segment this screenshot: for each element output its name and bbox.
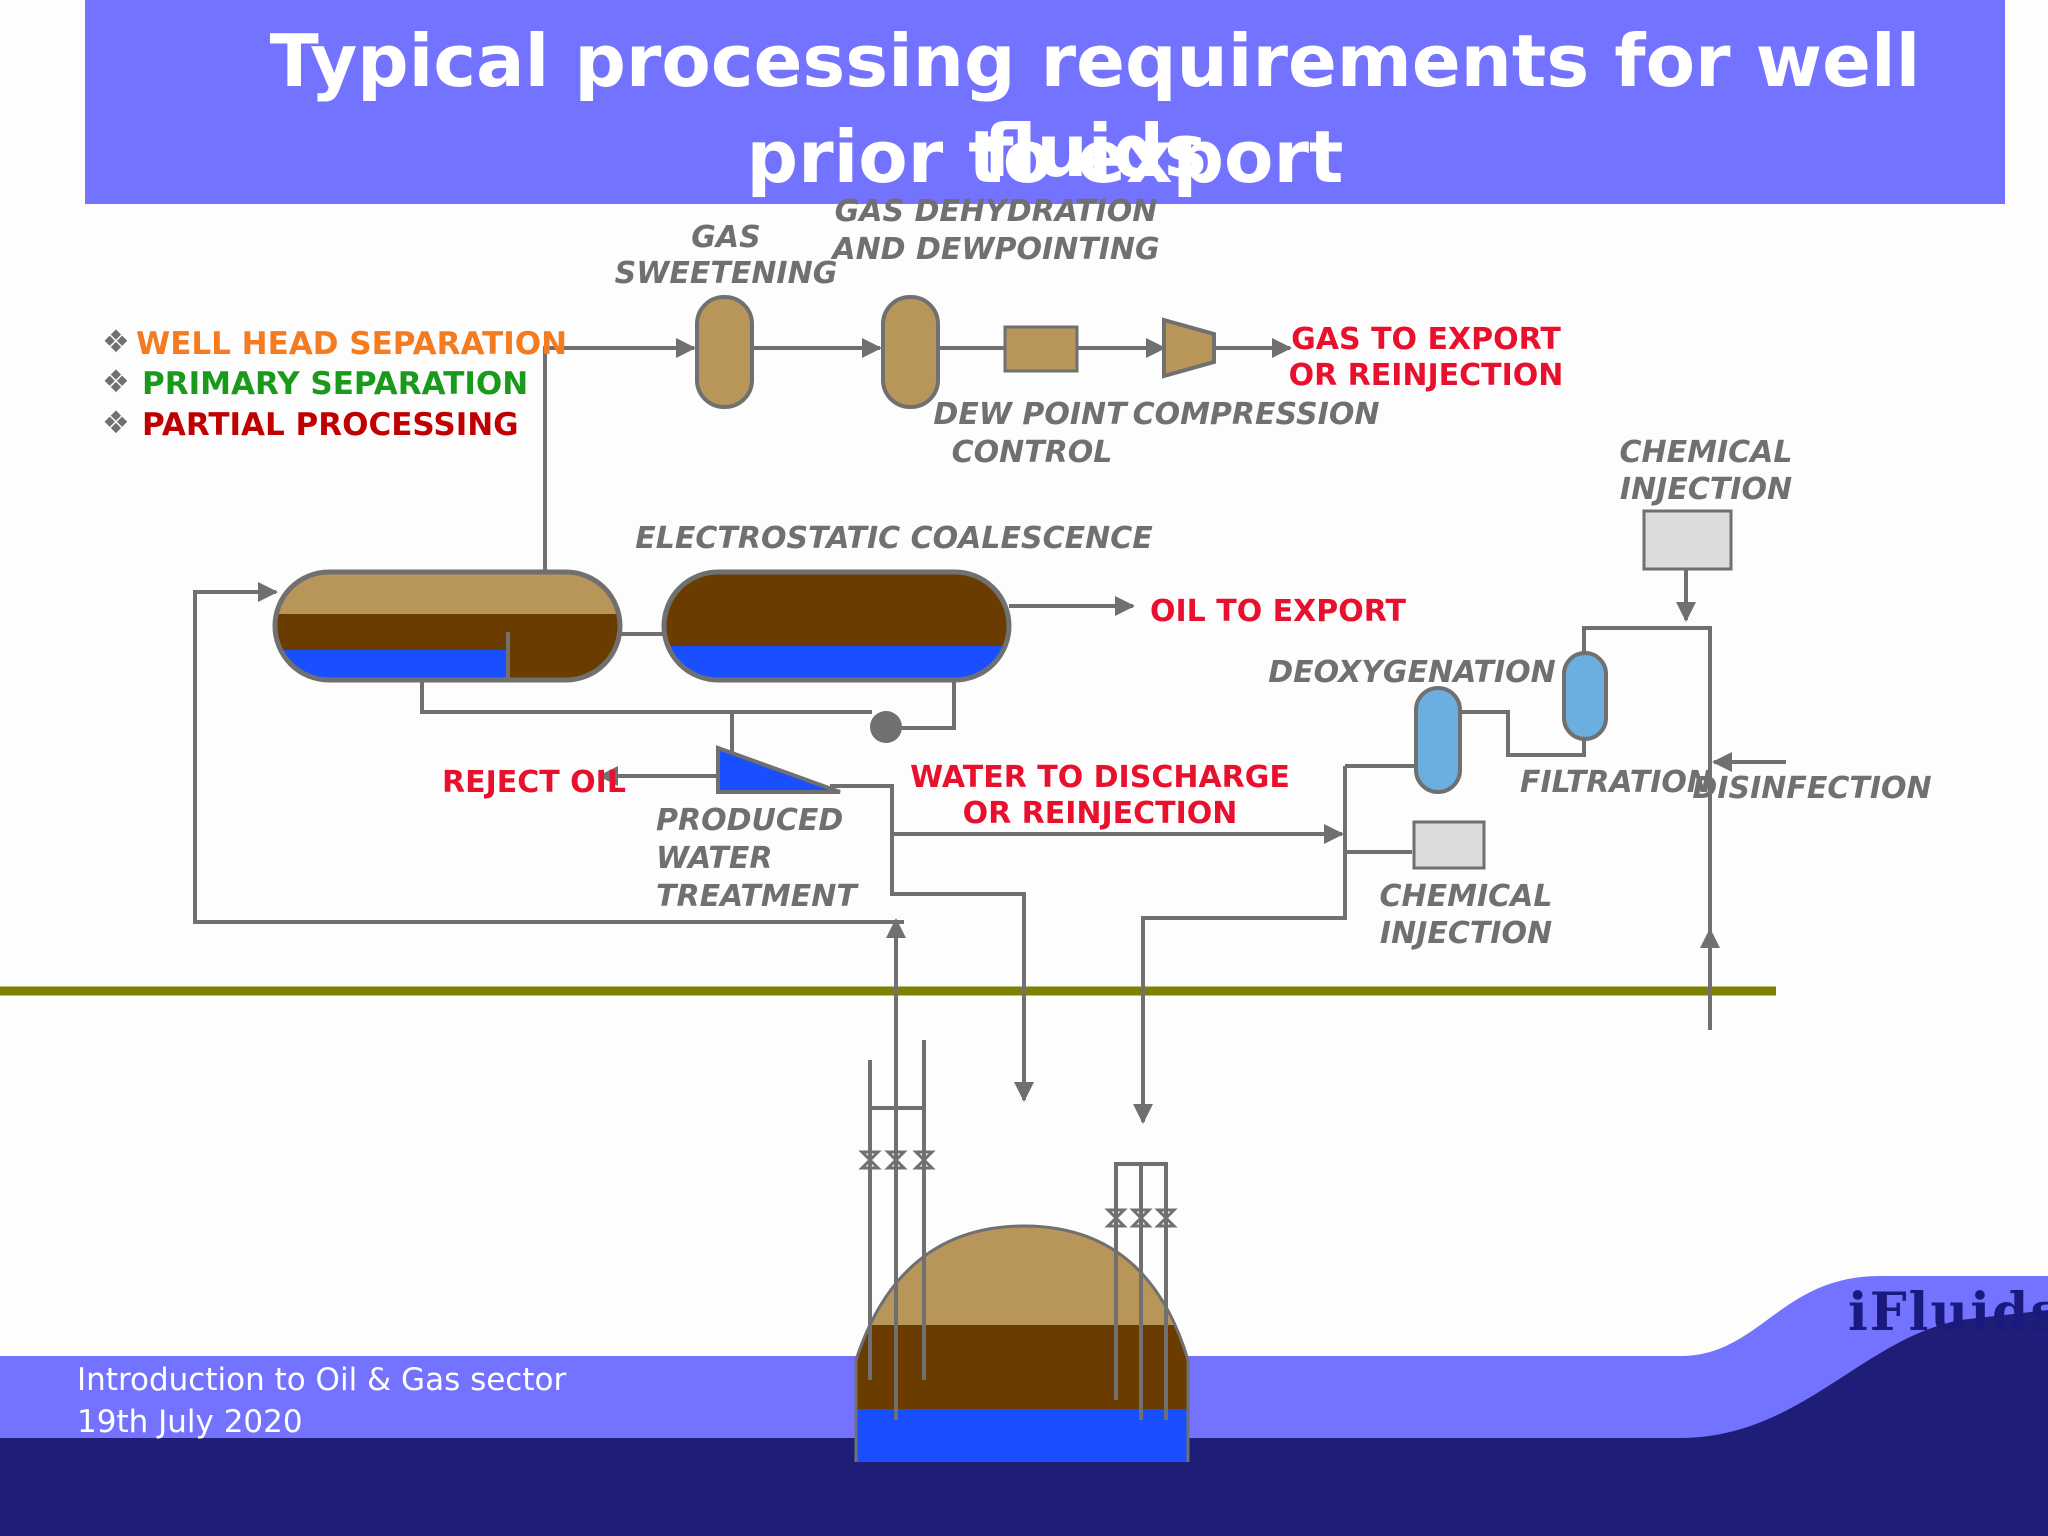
output-oil-to-export: OIL TO EXPORT	[1150, 594, 1407, 629]
pump-icon	[870, 711, 902, 743]
electrostatic-coalescer	[661, 569, 1012, 683]
label-water: WATER	[656, 841, 772, 876]
output-water-to-discharge: WATER TO DISCHARGE	[910, 760, 1290, 795]
label-chemical-top: CHEMICAL	[1620, 435, 1793, 470]
deoxygenation-vessel	[1414, 686, 1462, 794]
svg-text:❖: ❖	[102, 405, 130, 441]
label-gas-dehydration: GAS DEHYDRATION	[835, 194, 1158, 229]
legend: ❖ ❖ ❖ WELL HEAD SEPARATION PRIMARY SEPAR…	[102, 324, 567, 443]
legend-partial-processing: PARTIAL PROCESSING	[142, 407, 519, 443]
footer-date: 19th July 2020	[77, 1404, 303, 1440]
label-compression: COMPRESSION	[1133, 397, 1380, 432]
output-gas-to-export: GAS TO EXPORT	[1291, 322, 1561, 357]
chemical-injection-unit-top	[1642, 509, 1733, 571]
label-sweetening: SWEETENING	[615, 256, 838, 291]
slide-title-line-2: prior to export	[746, 115, 1344, 199]
ifluids-logo: iFluids	[1848, 1282, 2048, 1343]
gas-dehydration-vessel	[881, 295, 940, 409]
gas-sweetening-vessel	[695, 295, 754, 409]
legend-well-head-separation: WELL HEAD SEPARATION	[136, 326, 567, 362]
label-injection-top: INJECTION	[1620, 472, 1792, 507]
label-disinfection: DISINFECTION	[1692, 771, 1931, 806]
label-gas: GAS	[691, 220, 760, 255]
output-or-reinjection-water: OR REINJECTION	[963, 796, 1238, 831]
labels: GAS SWEETENING GAS DEHYDRATION AND DEWPO…	[442, 194, 1932, 951]
reservoir	[856, 1226, 1188, 1462]
primary-separator	[272, 569, 623, 683]
label-produced: PRODUCED	[656, 803, 843, 838]
svg-text:❖: ❖	[102, 364, 130, 400]
chemical-injection-unit-bottom	[1412, 820, 1486, 870]
label-filtration: FILTRATION	[1520, 765, 1712, 800]
footer-course-title: Introduction to Oil & Gas sector	[77, 1362, 567, 1398]
output-reject-oil: REJECT OIL	[442, 765, 626, 800]
well-valves	[858, 1150, 1178, 1228]
svg-text:❖: ❖	[102, 324, 130, 360]
output-or-reinjection-gas: OR REINJECTION	[1289, 358, 1564, 393]
filtration-vessel	[1562, 651, 1608, 741]
compressor-icon	[1162, 317, 1216, 379]
label-control: CONTROL	[952, 435, 1113, 470]
label-deoxygenation: DEOXYGENATION	[1268, 655, 1556, 690]
label-treatment: TREATMENT	[656, 879, 859, 914]
slide-title-line-1: Typical processing requirements for well…	[269, 19, 1921, 193]
label-injection-bottom: INJECTION	[1380, 916, 1552, 951]
label-dew-point: DEW POINT	[933, 397, 1129, 432]
pipework	[193, 338, 1786, 1420]
dew-point-unit	[1003, 325, 1079, 373]
label-electrostatic-coalescence: ELECTROSTATIC COALESCENCE	[635, 521, 1153, 556]
legend-primary-separation: PRIMARY SEPARATION	[142, 366, 528, 402]
label-chemical-bottom: CHEMICAL	[1380, 879, 1553, 914]
label-and-dewpointing: AND DEWPOINTING	[830, 232, 1159, 267]
title-bar: Typical processing requirements for well…	[85, 0, 2005, 204]
produced-water-hydrocyclone	[716, 745, 841, 794]
logo-wordmark: iFluids	[1848, 1282, 2048, 1343]
